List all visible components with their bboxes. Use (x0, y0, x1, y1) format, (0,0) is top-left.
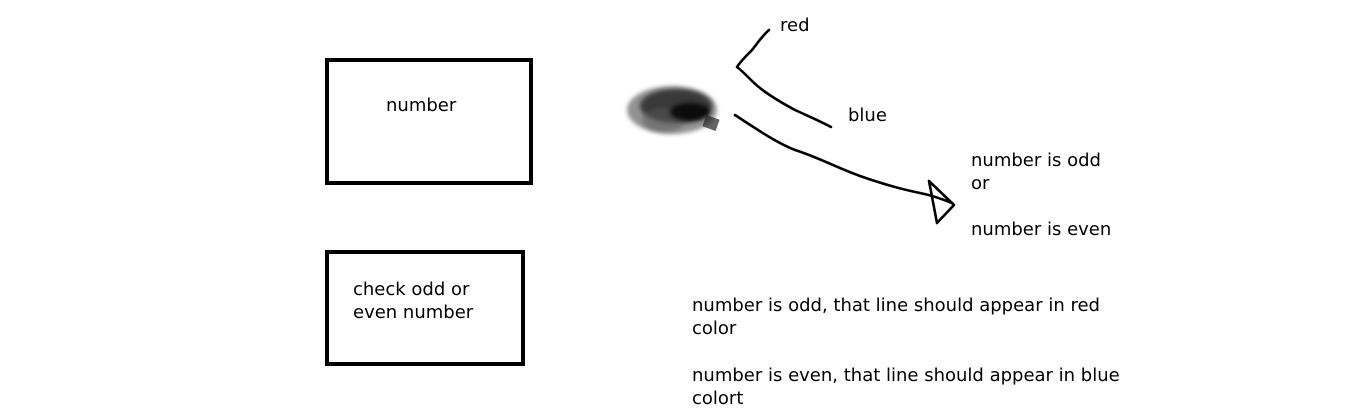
result-odd-text: number is odd (971, 150, 1101, 171)
arrow-head-icon (927, 179, 956, 225)
number-input-box (325, 58, 533, 185)
fork-line (735, 28, 833, 129)
result-or-text: or (971, 173, 990, 194)
result-even-text: number is even (971, 219, 1112, 240)
result-arrow-line (733, 113, 954, 205)
check-odd-even-label: check odd or even number (353, 279, 474, 323)
even-color-note: number is even, that line should appear … (692, 365, 1120, 409)
number-label: number (386, 95, 457, 116)
odd-color-note: number is odd, that line should appear i… (692, 295, 1100, 339)
red-branch-label: red (780, 15, 810, 36)
scribble-smudge (627, 86, 720, 134)
blue-branch-label: blue (848, 105, 887, 126)
check-odd-even-button-box (325, 250, 525, 366)
